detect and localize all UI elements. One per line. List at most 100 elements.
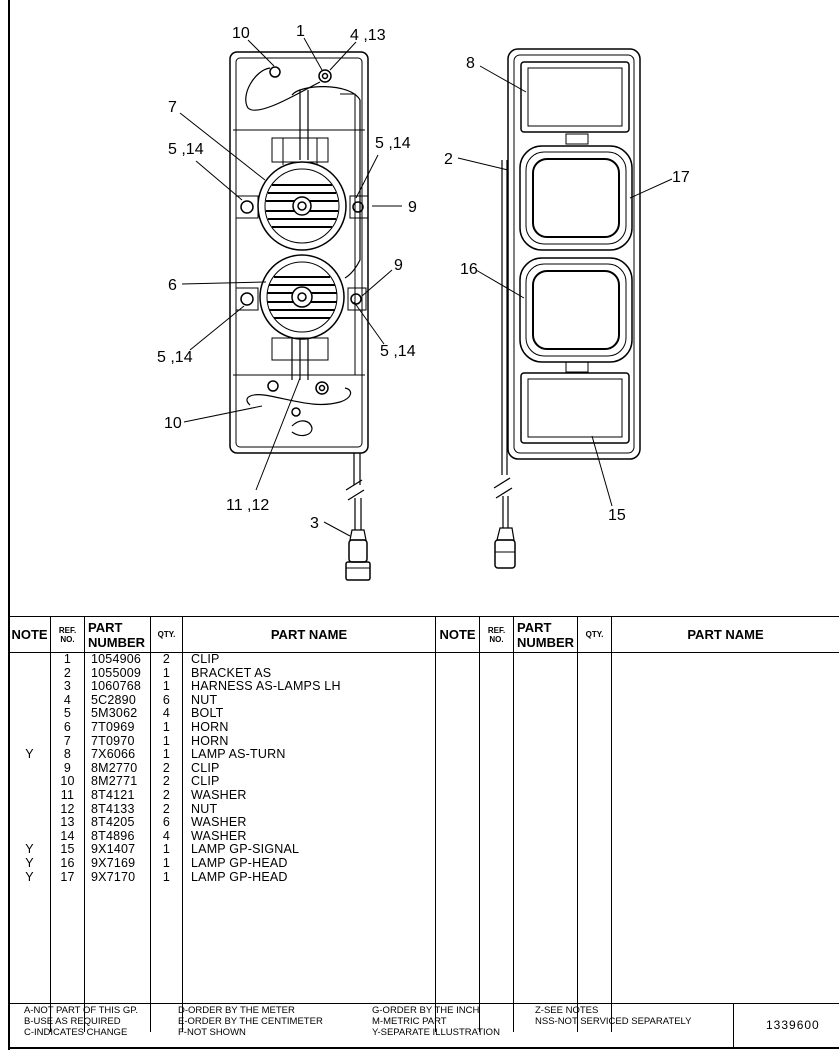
callout-3: 3 (310, 515, 319, 532)
row-ref-no: 13 (50, 816, 85, 830)
row-empty-cell (435, 652, 480, 667)
row-empty-cell (577, 652, 612, 667)
lamp-housing-front-view (493, 48, 641, 569)
row-empty-cell (577, 816, 612, 830)
row-qty: 2 (150, 761, 183, 776)
row-empty-cell (611, 666, 839, 681)
legend-a: A-NOT PART OF THIS GP. (24, 1005, 139, 1016)
row-empty-cell (577, 843, 612, 857)
row-empty-cell (611, 707, 839, 721)
callout-17: 17 (672, 169, 690, 186)
row-empty-cell (611, 652, 839, 667)
row-empty-cell (435, 680, 480, 694)
legend-z: Z-SEE NOTES (535, 1005, 599, 1016)
row-note (8, 761, 51, 776)
legend-m: M-METRIC PART (372, 1016, 447, 1027)
row-empty-cell (577, 870, 612, 885)
row-part-number: 9X1407 (84, 843, 151, 857)
table-filler-row (8, 884, 839, 1033)
row-qty: 1 (150, 748, 183, 762)
row-part-number: 8M2770 (84, 761, 151, 776)
row-empty-cell (479, 748, 514, 762)
row-empty-cell (577, 734, 612, 749)
row-ref-no: 7 (50, 734, 85, 749)
filler-cell (479, 884, 514, 1033)
row-ref-no: 1 (50, 652, 85, 667)
row-empty-cell (479, 761, 514, 776)
row-ref-no: 15 (50, 843, 85, 857)
row-note (8, 693, 51, 708)
row-empty-cell (611, 761, 839, 776)
frame-left-border (8, 0, 10, 1050)
row-empty-cell (577, 775, 612, 789)
legend-nss: NSS-NOT SERVICED SEPARATELY (535, 1016, 692, 1027)
row-note (8, 707, 51, 721)
row-part-name: BRACKET AS (182, 666, 436, 681)
row-empty-cell (513, 693, 578, 708)
exploded-illustration: 10 1 4 ,13 7 5 ,14 5 ,14 9 6 9 5 ,14 5 ,… (157, 23, 690, 581)
row-empty-cell (513, 734, 578, 749)
row-empty-cell (513, 720, 578, 735)
row-empty-cell (513, 788, 578, 803)
callout-8: 8 (466, 55, 475, 72)
drawing-number: 1339600 (766, 1018, 820, 1032)
row-note: Y (8, 843, 51, 857)
row-empty-cell (577, 788, 612, 803)
header-ref-no-right: REF.NO. (479, 616, 514, 653)
header-ref-no: REF.NO. (50, 616, 85, 653)
callout-5-14-lower-right: 5 ,14 (380, 343, 416, 360)
row-note (8, 666, 51, 681)
callout-16: 16 (460, 261, 478, 278)
callout-11-12: 11 ,12 (226, 497, 269, 514)
bracket-assembly-rear-view (229, 51, 371, 581)
row-qty: 2 (150, 652, 183, 667)
row-ref-no: 2 (50, 666, 85, 681)
row-part-number: 1060768 (84, 680, 151, 694)
row-ref-no: 11 (50, 788, 85, 803)
row-empty-cell (513, 816, 578, 830)
header-part-name: PART NAME (182, 616, 436, 653)
row-ref-no: 16 (50, 856, 85, 871)
horn-lower (259, 254, 345, 340)
callout-5-14-lower-left: 5 ,14 (157, 349, 193, 366)
row-ref-no: 14 (50, 829, 85, 844)
row-qty: 6 (150, 693, 183, 708)
row-part-number: 5M3062 (84, 707, 151, 721)
row-empty-cell (577, 856, 612, 871)
row-empty-cell (435, 707, 480, 721)
callout-5-14-upper-left: 5 ,14 (168, 141, 204, 158)
row-qty: 2 (150, 788, 183, 803)
callout-4-13: 4 ,13 (350, 27, 386, 44)
row-part-number: 7X6066 (84, 748, 151, 762)
row-part-name: BOLT (182, 707, 436, 721)
row-empty-cell (435, 788, 480, 803)
callout-10-bottom: 10 (164, 415, 182, 432)
row-part-number: 8T4896 (84, 829, 151, 844)
callout-leaders (179, 37, 673, 537)
row-empty-cell (435, 666, 480, 681)
row-part-number: 1054906 (84, 652, 151, 667)
row-qty: 1 (150, 720, 183, 735)
row-part-name: HORN (182, 720, 436, 735)
row-qty: 6 (150, 816, 183, 830)
row-empty-cell (611, 748, 839, 762)
header-note-right: NOTE (435, 616, 480, 653)
row-empty-cell (513, 870, 578, 885)
row-empty-cell (611, 802, 839, 817)
row-ref-no: 6 (50, 720, 85, 735)
filler-cell (577, 884, 612, 1033)
row-part-number: 8T4121 (84, 788, 151, 803)
header-qty-right: QTY. (577, 616, 612, 653)
row-empty-cell (479, 666, 514, 681)
row-qty: 1 (150, 870, 183, 885)
row-qty: 2 (150, 775, 183, 789)
row-part-name: CLIP (182, 761, 436, 776)
